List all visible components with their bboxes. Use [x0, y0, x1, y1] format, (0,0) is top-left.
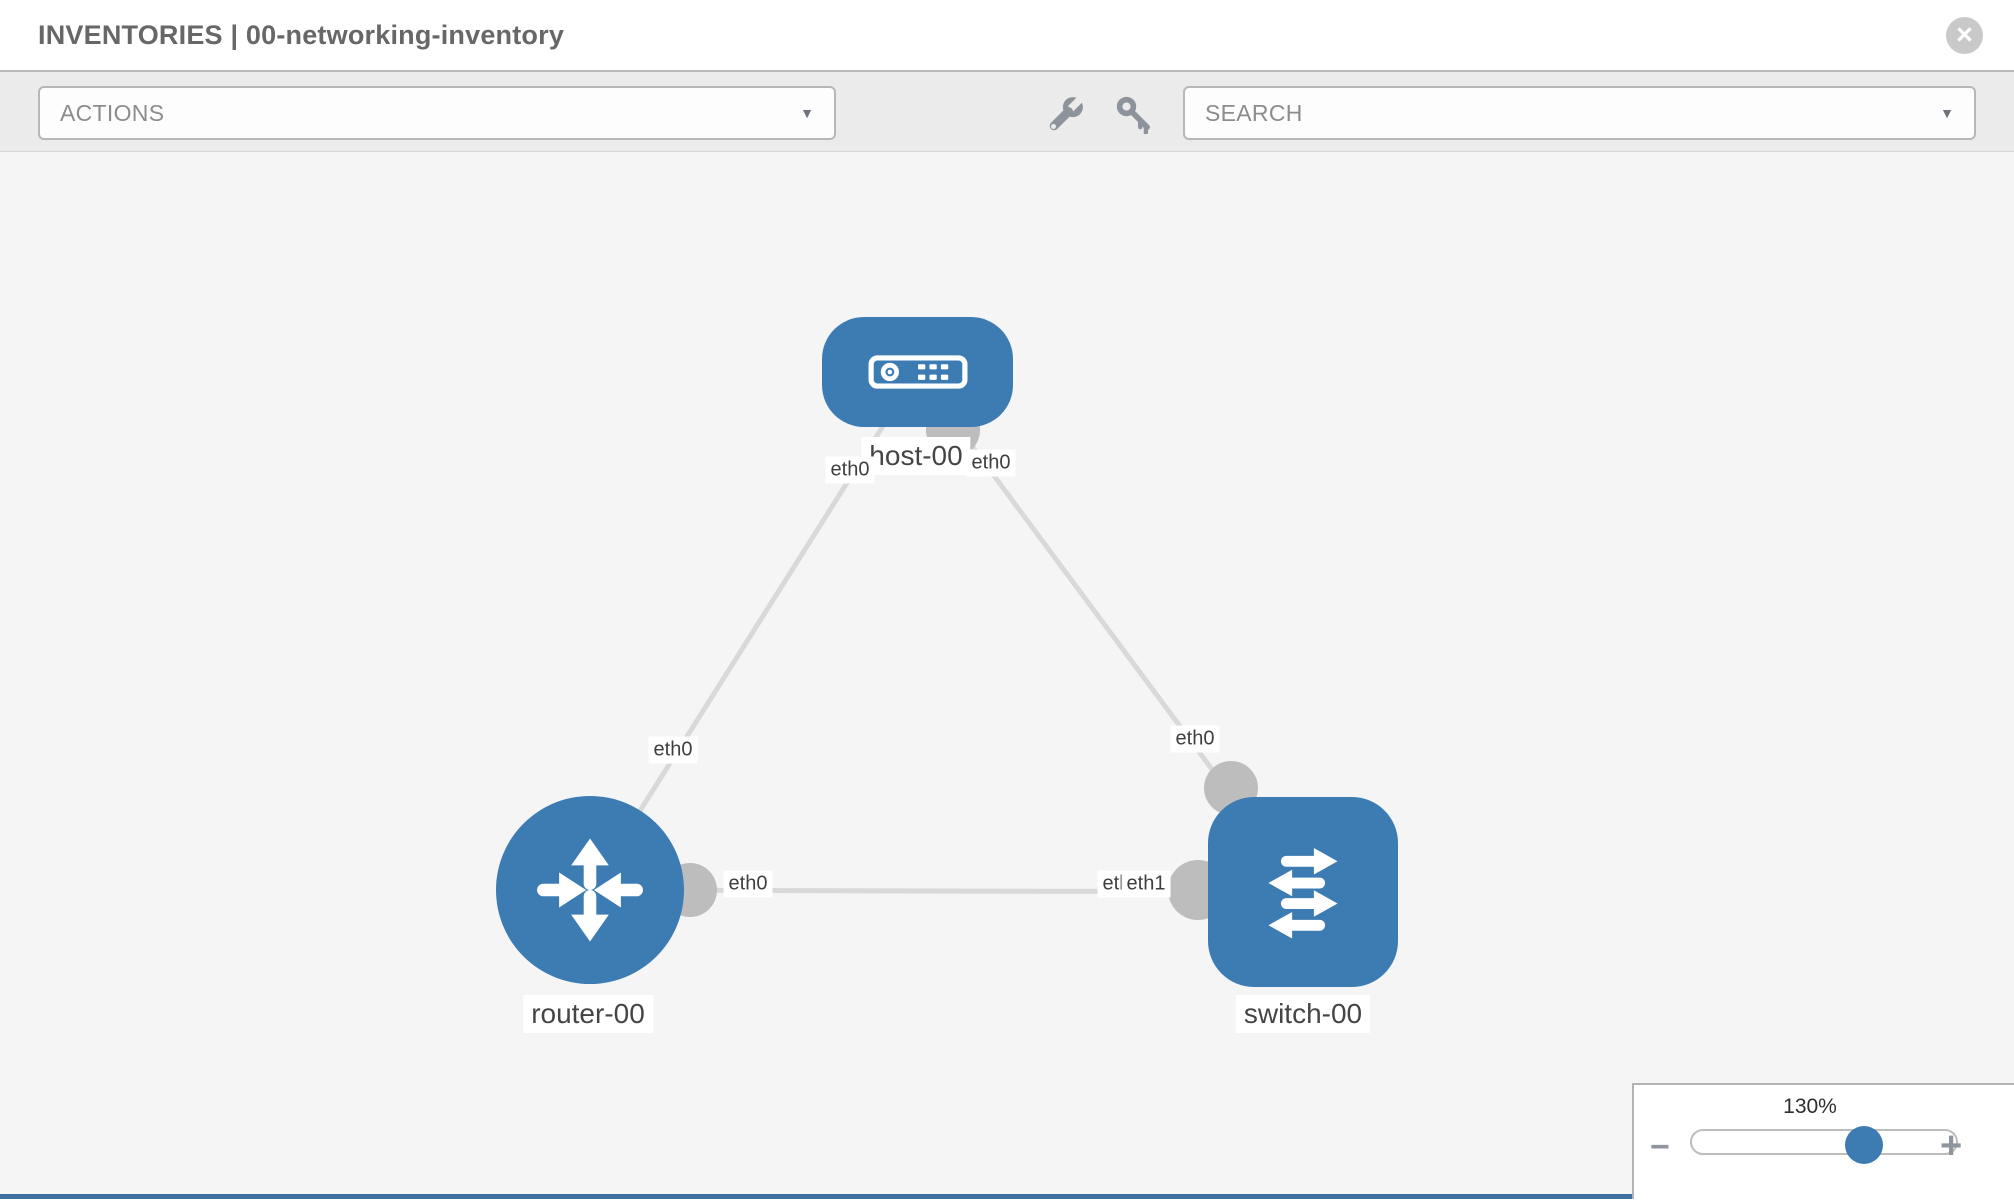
interface-label-host-right: eth0: [966, 449, 1016, 477]
node-router-00[interactable]: [496, 796, 684, 984]
interface-label-host-left: eth0: [825, 456, 875, 484]
close-icon[interactable]: ×: [1946, 17, 1983, 54]
search-dropdown-label: SEARCH: [1205, 99, 1303, 126]
node-label-host-00: host-00: [861, 437, 971, 475]
zoom-in-button[interactable]: +: [1940, 1125, 1963, 1167]
router-icon: [537, 838, 643, 942]
header: INVENTORIES | 00-networking-inventory ×: [0, 0, 2014, 72]
zoom-out-button[interactable]: −: [1650, 1128, 1670, 1166]
zoom-slider-handle[interactable]: [1845, 1126, 1883, 1164]
actions-dropdown-label: ACTIONS: [60, 99, 165, 126]
topology-canvas[interactable]: host-00 router-00 switch-00 eth0 eth0 et…: [0, 152, 2014, 1199]
zoom-slider-track[interactable]: [1690, 1129, 1958, 1155]
node-label-router-00: router-00: [523, 995, 653, 1033]
close-glyph: ×: [1956, 19, 1973, 51]
node-switch-00[interactable]: [1208, 797, 1398, 987]
zoom-panel: 130% − +: [1632, 1083, 2014, 1199]
page-title: INVENTORIES | 00-networking-inventory: [38, 20, 565, 50]
chevron-down-icon: ▼: [800, 105, 814, 121]
chevron-down-icon: ▼: [1940, 105, 1954, 121]
links-layer: [587, 370, 1306, 920]
actions-dropdown[interactable]: ACTIONS ▼: [38, 86, 836, 140]
interface-label-switch-left-front: eth1: [1121, 870, 1171, 898]
interface-label-router-right: eth0: [723, 870, 773, 898]
node-host-00[interactable]: [822, 317, 1013, 427]
host-icon: [868, 355, 967, 389]
toolbar: ACTIONS ▼ SEARCH ▼: [0, 72, 2014, 152]
switch-icon: [1268, 848, 1338, 939]
zoom-level-value: 130%: [1783, 1095, 1837, 1118]
search-dropdown[interactable]: SEARCH ▼: [1183, 86, 1976, 140]
interface-label-router-top: eth0: [648, 736, 698, 764]
footer-bar: [0, 1194, 1632, 1199]
key-icon[interactable]: [1114, 94, 1154, 134]
interface-label-switch-top: eth0: [1170, 725, 1220, 753]
wrench-icon[interactable]: [1046, 94, 1086, 134]
node-label-switch-00: switch-00: [1235, 995, 1371, 1033]
